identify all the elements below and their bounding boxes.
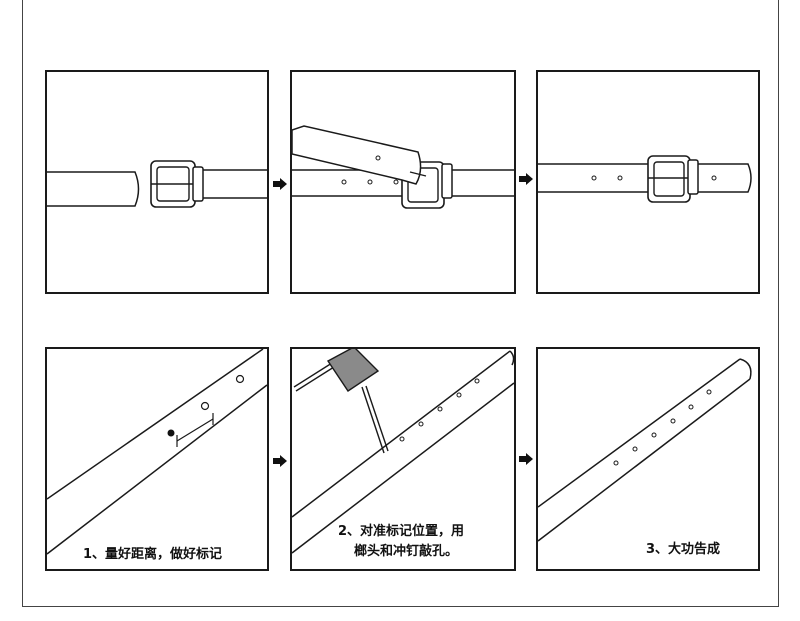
- punch-hole-illustration: [292, 349, 514, 554]
- panel-finished: 3、大功告成: [536, 347, 760, 571]
- step-caption-line1: 2、对准标记位置，用: [338, 524, 465, 539]
- arrow-right-icon: [273, 452, 287, 471]
- belt-buckle-illustration: [47, 160, 267, 208]
- step-caption: 1、量好距离，做好标记: [83, 547, 223, 562]
- measure-mark-illustration: [47, 349, 267, 555]
- step-caption-line2: 榔头和冲钉敲孔。: [354, 544, 459, 559]
- step-caption: 3、大功告成: [646, 542, 721, 557]
- panel-insert-belt: [290, 70, 516, 294]
- arrow-right-icon: [273, 175, 287, 194]
- panel-buckled-belt: [536, 70, 760, 294]
- panel-belt-and-buckle: [45, 70, 269, 294]
- buckled-belt-illustration: [538, 155, 752, 203]
- outer-frame: [22, 0, 779, 607]
- arrow-right-icon: [519, 450, 533, 469]
- panel-punch-hole: 2、对准标记位置，用 榔头和冲钉敲孔。: [290, 347, 516, 571]
- belt-insertion-illustration: [292, 125, 514, 209]
- finished-belt-illustration: [538, 358, 752, 542]
- panel-measure-mark: 1、量好距离，做好标记: [45, 347, 269, 571]
- arrow-right-icon: [519, 170, 533, 189]
